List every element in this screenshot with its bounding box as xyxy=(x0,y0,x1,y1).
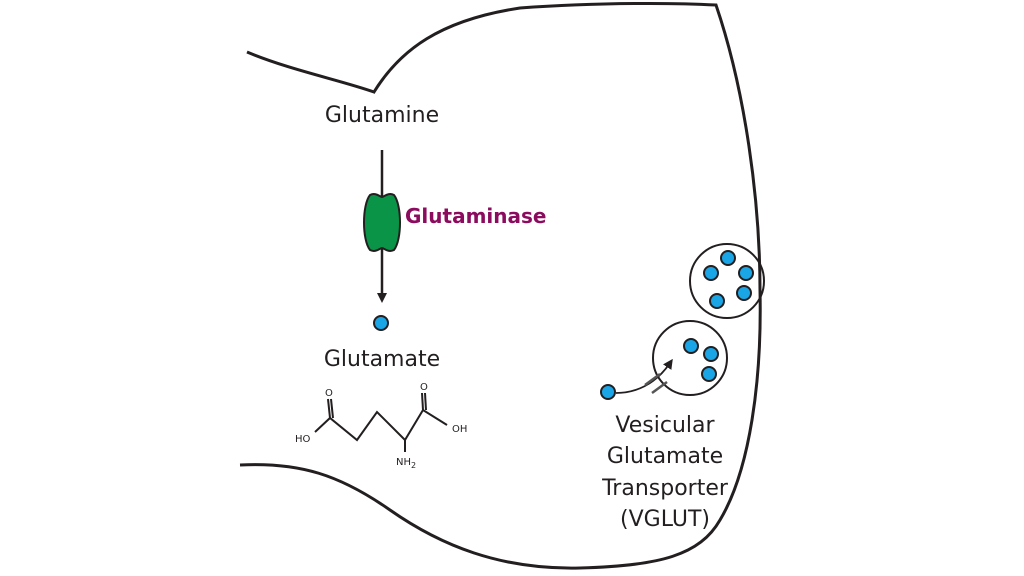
glutamine-label: Glutamine xyxy=(325,103,439,128)
hydroxyl-left: HO xyxy=(295,434,311,445)
glutamate-label: Glutamate xyxy=(324,347,440,372)
glutamate-molecule-icon xyxy=(600,384,616,400)
glutamate-structure: HO O O OH NH2 xyxy=(295,382,467,470)
hydroxyl-right: OH xyxy=(452,424,467,435)
glutamate-molecule-icon xyxy=(738,265,754,281)
filling-vesicle xyxy=(652,320,728,396)
glutamate-molecule-icon xyxy=(736,285,752,301)
vglut-label-line-3: Transporter xyxy=(601,476,729,501)
glutaminase-enzyme-icon xyxy=(363,193,401,252)
vglut-label-line-1: Vesicular xyxy=(615,413,715,438)
glutamate-molecule-icon xyxy=(709,293,725,309)
glutamate-molecule-icon xyxy=(373,315,389,331)
glutamate-molecule-icon xyxy=(683,338,699,354)
oxygen-right: O xyxy=(420,382,428,393)
glutaminase-label: Glutaminase xyxy=(405,204,546,228)
glutamate-molecule-icon xyxy=(703,346,719,362)
oxygen-left: O xyxy=(325,388,333,399)
terminal-membrane-top xyxy=(239,1,762,570)
glutamate-molecule-icon xyxy=(701,366,717,382)
full-vesicle xyxy=(689,243,765,319)
glutamate-molecule-icon xyxy=(720,250,736,266)
vglut-label-line-2: Glutamate xyxy=(607,444,723,469)
vglut-label: Vesicular Glutamate Transporter (VGLUT) xyxy=(601,413,729,532)
transport-arrow-icon xyxy=(615,358,673,394)
vglut-transporter-icon xyxy=(644,372,668,395)
vglut-label-line-4: (VGLUT) xyxy=(620,507,710,532)
glutamate-molecule-icon xyxy=(703,265,719,281)
amine-group: NH2 xyxy=(396,457,416,470)
